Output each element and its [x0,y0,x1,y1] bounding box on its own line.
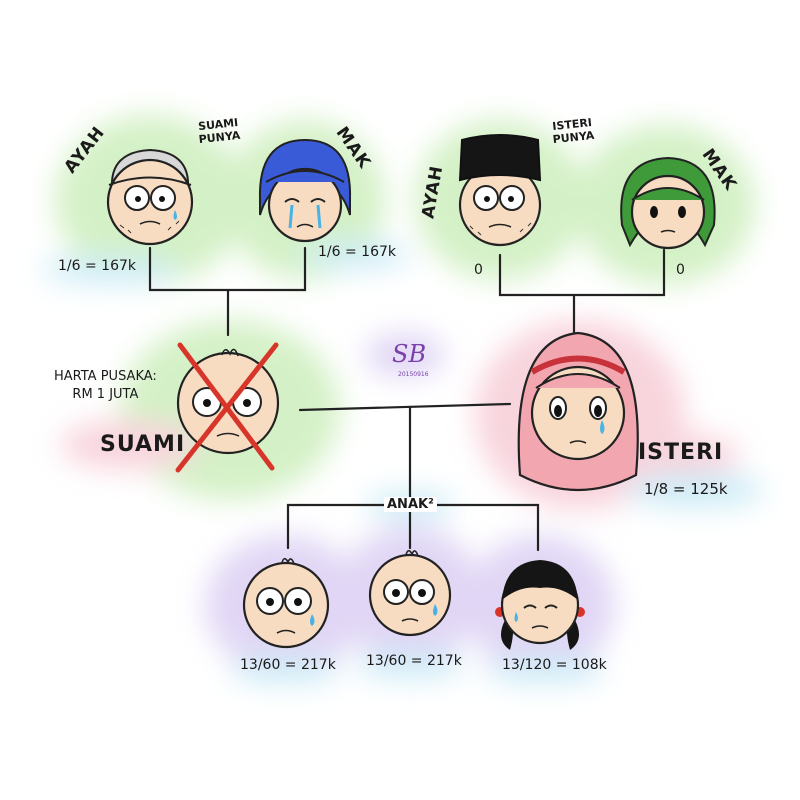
wife-mother-face [620,156,716,250]
wife-face [517,331,639,492]
marriage-link [298,402,512,412]
estate-title: HARTA PUSAKA: [54,369,157,384]
husband-parents-caption: SUAMI PUNYA [197,115,241,147]
husband-mother-share: 1/6 = 167k [318,244,396,260]
signature-initials: SB [392,340,426,368]
child-3-face [495,560,585,650]
wife-share: 1/8 = 125k [644,480,728,498]
signature-date: 20150916 [398,371,429,378]
child-1-share: 13/60 = 217k [240,657,336,673]
wife-father-share: 0 [474,262,483,278]
children-label: ANAK² [384,497,437,512]
husband-face [175,342,280,473]
child-1-face [242,557,330,649]
husband-label: SUAMI [100,432,186,457]
husband-father-share: 1/6 = 167k [58,258,136,274]
husband-father-face [106,148,194,246]
husband-mother-face [258,138,352,243]
child-3-share: 13/120 = 108k [502,657,607,673]
deceased-cross-mark [175,342,279,473]
child-2-face [368,549,452,637]
wife-label: ISTERI [638,440,724,465]
wife-parents-caption: ISTERI PUNYA [551,116,595,147]
wife-father-face [458,134,542,247]
wife-parents-link [498,248,666,297]
child-2-share: 13/60 = 217k [366,653,462,669]
estate-amount: RM 1 JUTA [72,387,139,402]
estate-note: HARTA PUSAKA: RM 1 JUTA [54,368,157,404]
artist-signature: SB 20150916 [392,340,429,378]
wife-mother-share: 0 [676,262,685,278]
